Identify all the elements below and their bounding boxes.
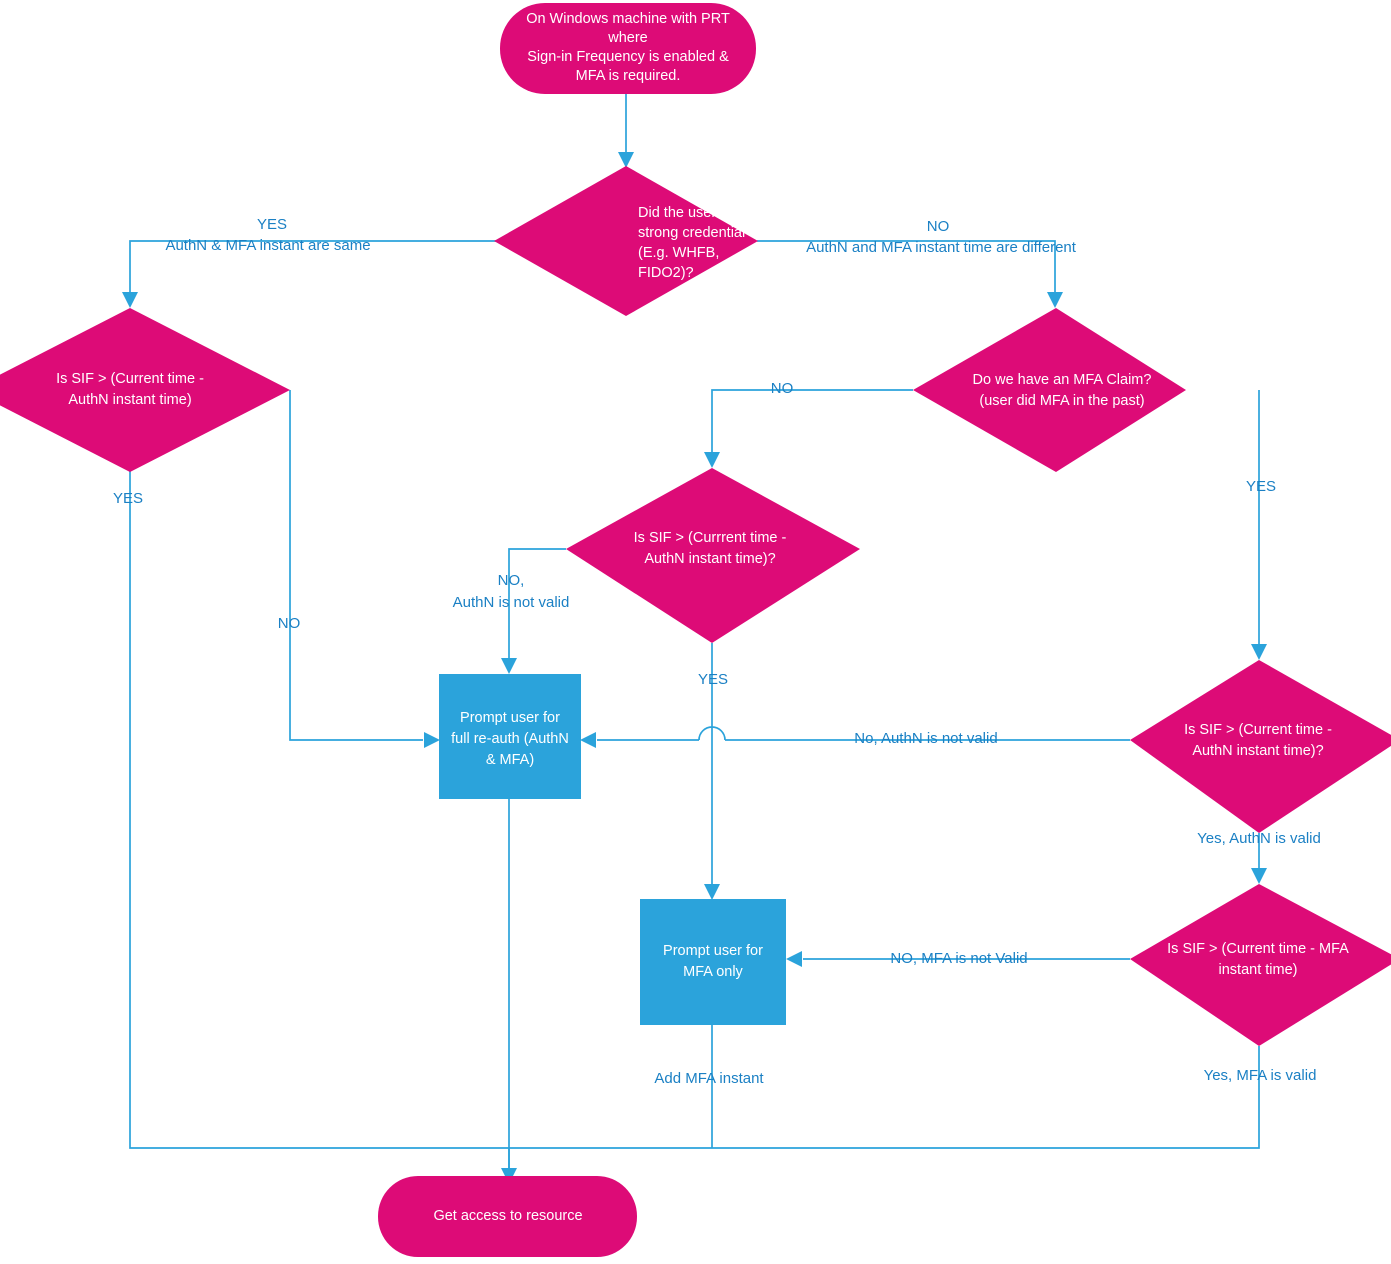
- edges-layer: [122, 94, 1267, 1184]
- node-decision-mfa-claim-shape[interactable]: [913, 308, 1186, 472]
- node-decision-sif-authn-right-shape[interactable]: [1130, 660, 1391, 833]
- edge-label-right-authn-valid: Yes, AuthN is valid: [1197, 830, 1321, 847]
- edge-middle-sif-no-to-full-reauth: [501, 548, 566, 674]
- node-end-get-access-shape[interactable]: [378, 1176, 637, 1257]
- edge-label-strong-cred-yes-2: AuthN & MFA instant are same: [165, 237, 370, 254]
- edge-right-mfa-not-valid: [786, 951, 1130, 967]
- edge-label-right-mfa-valid: Yes, MFA is valid: [1204, 1067, 1317, 1084]
- edge-right-mfa-valid-to-get-access: [509, 1046, 1260, 1149]
- edge-strong-credential-no: [757, 240, 1063, 308]
- node-decision-mfa-claim[interactable]: Do we have an MFA Claim? (user did MFA i…: [913, 308, 1186, 472]
- node-decision-sif-authn-middle[interactable]: Is SIF > (Currrent time - AuthN instant …: [566, 468, 860, 643]
- node-decision-strong-credential[interactable]: Did the user use a strong credential (E.…: [494, 166, 758, 316]
- edge-label-strong-cred-yes-1: YES: [257, 216, 287, 233]
- node-decision-sif-mfa-right[interactable]: Is SIF > (Current time - MFA instant tim…: [1130, 884, 1391, 1046]
- edge-mfa-claim-yes: [1251, 455, 1267, 660]
- edge-label-strong-cred-no-1: NO: [927, 218, 950, 235]
- edge-label-middle-sif-yes: YES: [698, 671, 728, 688]
- node-process-mfa-only-shape[interactable]: [640, 899, 786, 1025]
- node-process-full-reauth-shape[interactable]: [439, 674, 581, 799]
- edge-label-left-sif-no: NO: [278, 615, 301, 632]
- node-end-get-access[interactable]: Get access to resource: [378, 1176, 637, 1257]
- edge-label-right-authn-not-valid: No, AuthN is not valid: [854, 730, 997, 747]
- node-decision-strong-credential-shape[interactable]: [494, 166, 758, 316]
- edge-label-add-mfa-instant: Add MFA instant: [654, 1070, 764, 1087]
- node-decision-sif-authn-left-shape[interactable]: [0, 308, 290, 472]
- edge-label-mfa-claim-no: NO: [771, 380, 794, 397]
- node-start[interactable]: On Windows machine with PRT where Sign-i…: [500, 3, 756, 94]
- node-decision-sif-authn-middle-shape[interactable]: [566, 468, 860, 643]
- edge-right-authn-not-valid: [580, 726, 1130, 748]
- edge-label-middle-sif-no-1: NO,: [498, 572, 525, 589]
- edge-mfa-claim-no: [704, 389, 913, 468]
- edge-left-sif-no-to-full-reauth: [289, 390, 440, 748]
- edge-label-right-mfa-not-valid: NO, MFA is not Valid: [890, 950, 1027, 967]
- edge-label-left-sif-yes: YES: [113, 490, 143, 507]
- edge-label-mfa-claim-yes: YES: [1246, 478, 1276, 495]
- edge-start-to-strong-credential: [618, 94, 634, 168]
- edge-label-middle-sif-no-2: AuthN is not valid: [453, 594, 570, 611]
- node-decision-sif-mfa-right-shape[interactable]: [1130, 884, 1391, 1046]
- edge-strong-credential-yes: [122, 240, 497, 308]
- edge-label-strong-cred-no-2: AuthN and MFA instant time are different: [806, 239, 1077, 256]
- node-decision-sif-authn-left[interactable]: Is SIF > (Current time - AuthN instant t…: [0, 308, 290, 472]
- node-decision-sif-authn-right[interactable]: Is SIF > (Current time - AuthN instant t…: [1130, 660, 1391, 833]
- node-process-mfa-only[interactable]: Prompt user for MFA only: [640, 899, 786, 1025]
- edge-labels-layer: YES AuthN & MFA instant are same NO Auth…: [113, 216, 1321, 1087]
- edge-middle-sif-yes-to-mfa-only: [704, 643, 720, 900]
- node-start-shape[interactable]: [500, 3, 756, 94]
- edge-right-authn-valid: [1251, 833, 1267, 884]
- node-process-full-reauth[interactable]: Prompt user for full re-auth (AuthN & MF…: [439, 674, 581, 799]
- edge-left-sif-yes-to-get-access: [129, 471, 517, 1184]
